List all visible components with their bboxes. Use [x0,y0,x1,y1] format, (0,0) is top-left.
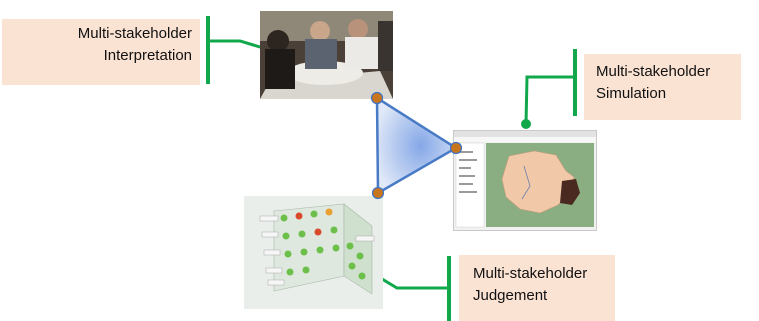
label-interpretation: Multi-stakeholder Interpretation [2,19,200,85]
label-simulation-line2: Simulation [596,85,667,102]
label-judgement-line1: Multi-stakeholder [473,265,588,282]
label-interpretation-line1: Multi-stakeholder [77,25,192,42]
vertex-simulation [449,141,463,155]
simulation-map-window [453,130,597,231]
interpretation-photo [260,11,393,99]
label-judgement: Multi-stakeholder Judgement [459,255,615,321]
vertex-interpretation [370,91,384,105]
label-simulation: Multi-stakeholder Simulation [584,54,741,120]
judgement-cube-image [244,196,383,309]
label-judgement-line2: Judgement [473,287,548,304]
vertex-judgement [371,186,385,200]
stakeholder-triangle [375,95,459,196]
connector-simulation [521,49,577,129]
label-interpretation-line2: Interpretation [103,47,192,64]
label-simulation-line1: Multi-stakeholder [596,63,711,80]
